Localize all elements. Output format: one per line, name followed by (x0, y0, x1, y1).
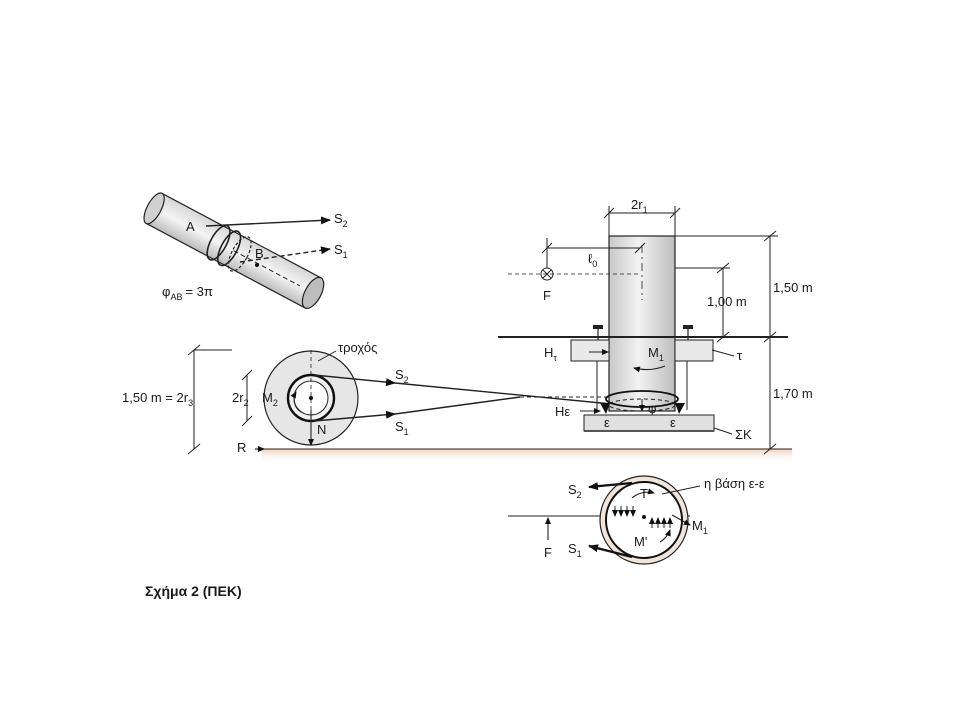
section-group: S2 S1 T' M' M1 F η βάση ε-ε (508, 475, 765, 565)
clamp-right (674, 339, 714, 362)
label-diameter: 1,50 m = 2r3 (122, 390, 193, 408)
label-s2: S2 (334, 211, 348, 229)
label-section-s2: S2 (568, 482, 582, 500)
base-wedge-left (600, 403, 610, 414)
label-ht: Hτ (544, 345, 557, 363)
label-rope-s2: S2 (395, 367, 409, 385)
label-m1: M1 (648, 345, 664, 363)
label-s1: S1 (334, 242, 348, 260)
label-r: R (237, 440, 246, 455)
label-he: Hε (555, 404, 570, 419)
label-phi: φ (648, 401, 656, 416)
rope-s1 (239, 246, 331, 263)
label-m2: M2 (262, 390, 278, 408)
label-trochos: τροχός (338, 340, 377, 355)
wheel-group: τροχός M2 N R 2r2 1,50 m = 2r3 (122, 340, 377, 455)
angle-label: φAB= 3π (162, 284, 213, 302)
label-l0: ℓ0 (588, 251, 597, 269)
section-m1-arrow (671, 514, 691, 526)
clamp-left (570, 339, 610, 362)
column-cylinder (608, 235, 676, 412)
label-sk: ΣΚ (735, 427, 752, 442)
label-section-m1: M1 (692, 518, 708, 536)
label-tau: τ (737, 348, 743, 363)
column-bottom-ellipse-dashed (608, 398, 676, 412)
inclined-shaft (143, 192, 325, 309)
rope-wheel-s1 (313, 410, 396, 422)
section-s1-arrow (588, 544, 633, 559)
label-2r2: 2r2 (232, 390, 249, 408)
rope-s2 (205, 216, 331, 227)
label-section-m: M' (634, 534, 647, 549)
label-100: 1,00 m (707, 294, 747, 309)
stress-arrows-down (612, 506, 636, 517)
l0-tick-right (634, 242, 646, 254)
rope-s1-continue (394, 396, 521, 415)
section-s2-arrow (588, 481, 633, 491)
label-base: η βάση ε-ε (704, 476, 765, 491)
tau-leader (711, 349, 735, 357)
label-n: N (317, 422, 326, 437)
label-eps-right: ε (670, 415, 676, 430)
sk-leader (713, 427, 733, 435)
dim-diameter-tick-bottom (187, 443, 201, 455)
dim-100-tick-bottom (716, 331, 730, 343)
stress-arrows-up (649, 517, 673, 528)
dim-2r2-tick-top (241, 369, 253, 381)
shaft-detail: A B S2 S1 φAB= 3π (143, 192, 348, 309)
label-f-column: F (543, 288, 551, 303)
ground-shade (262, 449, 792, 463)
dim-170-tick-bottom (763, 443, 777, 455)
t-arrow (631, 488, 655, 499)
trochos-leader (317, 350, 337, 362)
label-rope-s1: S1 (395, 419, 409, 437)
label-b: B (255, 246, 264, 261)
label-eps-left: ε (604, 415, 610, 430)
base-leader (661, 485, 701, 495)
dim-2r2-tick-bottom (241, 415, 253, 427)
label-a: A (186, 219, 195, 234)
label-2r1: 2r1 (631, 197, 648, 215)
bolt-left-head (593, 325, 603, 329)
l0-tick-left (541, 242, 553, 254)
wheel-center (309, 396, 313, 400)
rope-s2-continue (394, 382, 633, 407)
bolt-right-head (683, 325, 693, 329)
m2-arrow (290, 391, 302, 413)
rope-wheel-s2 (313, 374, 396, 387)
m1-arrow (633, 365, 666, 373)
column-group: 2r1 ℓ0 F 1,00 m 1,50 m 1,70 m Hτ M1 τ Hε… (498, 197, 813, 455)
label-section-s1: S1 (568, 541, 582, 559)
point-b (255, 263, 259, 267)
label-170: 1,70 m (773, 386, 813, 401)
section-center (642, 515, 646, 519)
label-section-t: T' (640, 486, 650, 501)
label-150: 1,50 m (773, 280, 813, 295)
label-section-f: F (544, 545, 552, 560)
figure-caption: Σχήμα 2 (ΠΕΚ) (145, 583, 242, 599)
base-wedge-right (675, 403, 685, 414)
m-arrow (659, 529, 671, 543)
